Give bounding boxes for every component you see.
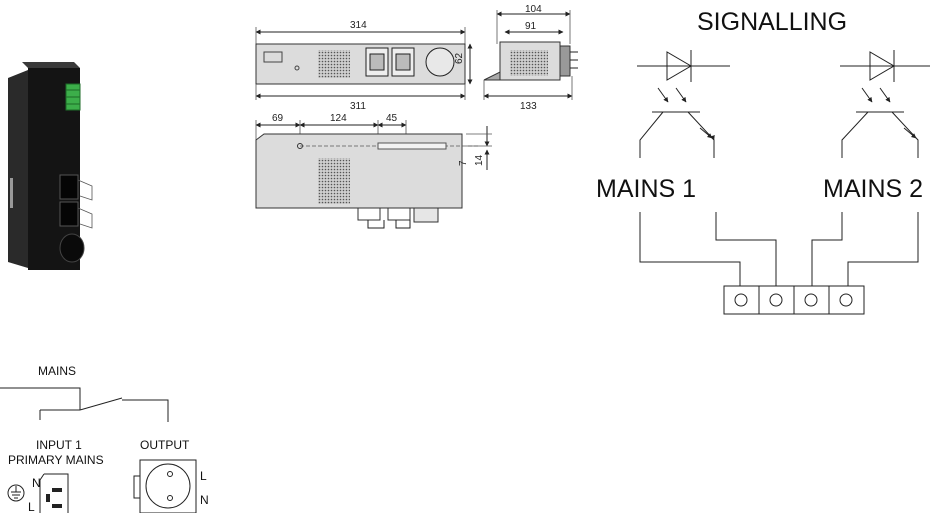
output-label: OUTPUT [140, 438, 190, 452]
input-terminal-l: L [28, 500, 35, 513]
dim-side-inner: 91 [525, 21, 537, 32]
dim-top-width: 314 [350, 20, 367, 31]
dim-offset-3: 45 [386, 113, 398, 124]
dim-side-bottom: 133 [520, 101, 537, 112]
output-terminal-l: L [200, 469, 207, 483]
input-label-line1: INPUT 1 [36, 438, 82, 452]
output-socket-icon [133, 459, 197, 513]
iec-inlet-icon [39, 473, 69, 513]
mains-1-label: MAINS 1 [596, 175, 696, 203]
mains-schematic: MAINS INPUT 1 PRIMARY MAINS OUTPUT N L [0, 364, 209, 513]
side-view-drawing: 104 91 133 [483, 4, 578, 112]
dim-bottom-width: 311 [350, 101, 366, 112]
top-view-drawing: 314 62 311 [255, 20, 473, 112]
dim-side-top: 104 [525, 4, 542, 15]
signalling-diagram: SIGNALLING MAINS 1 MAINS 2 [596, 8, 930, 315]
input-terminal-n: N [32, 476, 41, 490]
signalling-title: SIGNALLING [697, 8, 847, 36]
mains-label: MAINS [38, 364, 76, 378]
terminal-block [723, 285, 865, 315]
dim-offset-1: 69 [272, 113, 284, 124]
ground-icon [7, 484, 25, 502]
dim-depth-2: 14 [474, 154, 485, 166]
dim-depth-1: 7 [458, 160, 469, 166]
optocoupler-1 [637, 50, 730, 158]
input-label-line2: PRIMARY MAINS [8, 453, 104, 467]
dim-top-height: 62 [454, 52, 465, 64]
dim-offset-2: 124 [330, 113, 347, 124]
optocoupler-2 [840, 50, 930, 158]
bottom-view-drawing: 69 124 45 7 14 [255, 113, 492, 229]
mains-2-label: MAINS 2 [823, 175, 923, 203]
output-terminal-n: N [200, 493, 209, 507]
pdu-device-photo-icon [8, 62, 93, 270]
